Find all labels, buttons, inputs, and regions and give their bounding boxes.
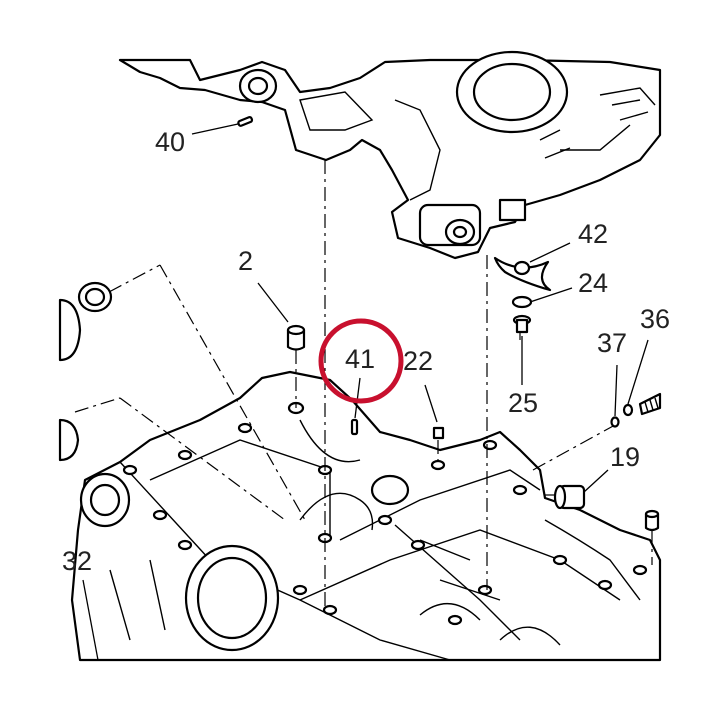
part-41-pin bbox=[350, 377, 361, 436]
part-19-bushing bbox=[553, 469, 609, 510]
label-24: 24 bbox=[578, 268, 608, 298]
label-36: 36 bbox=[640, 304, 670, 334]
label-22: 22 bbox=[403, 346, 433, 376]
part-40-pin bbox=[191, 116, 254, 135]
left-side-parts bbox=[58, 281, 113, 462]
label-41: 41 bbox=[345, 344, 375, 374]
part-2-dowel bbox=[257, 282, 306, 351]
part-25-screw bbox=[512, 314, 532, 385]
part-42-clip bbox=[493, 242, 571, 292]
label-37: 37 bbox=[597, 328, 627, 358]
label-19: 19 bbox=[610, 442, 640, 472]
part-37-oring bbox=[610, 364, 620, 428]
label-32: 32 bbox=[62, 546, 92, 576]
label-2: 2 bbox=[238, 246, 253, 276]
part-24-washer bbox=[511, 287, 573, 309]
upper-housing bbox=[118, 50, 662, 260]
mounting-holes bbox=[122, 401, 648, 626]
right-dowel bbox=[644, 509, 660, 565]
label-42: 42 bbox=[578, 219, 608, 249]
lower-crankcase bbox=[70, 370, 662, 662]
part-22-dowel bbox=[424, 384, 445, 440]
label-40: 40 bbox=[155, 127, 185, 157]
part-32-leader bbox=[82, 579, 99, 661]
part-labels: 40 42 2 24 36 37 41 22 25 19 32 bbox=[62, 127, 670, 576]
label-25: 25 bbox=[508, 388, 538, 418]
part-36-spring bbox=[622, 339, 662, 417]
highlight-circle bbox=[318, 318, 404, 404]
